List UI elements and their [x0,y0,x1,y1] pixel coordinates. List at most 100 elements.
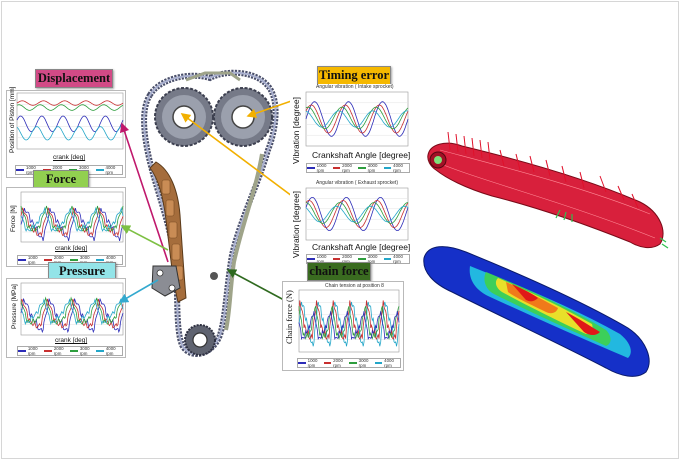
legend-swatch [70,259,78,261]
legend-swatch [95,169,104,171]
series-line [305,110,409,128]
legend-swatch [349,362,357,364]
legend-swatch [383,258,392,260]
legend-swatch [44,350,52,352]
legend-label: 2000 rpm [342,254,352,264]
legend-label: 4000 rpm [105,346,116,356]
series-line [16,104,124,111]
legend-swatch [70,350,78,352]
fea-mesh-icon [427,131,669,249]
legend-entry: 4000 rpm [383,163,410,173]
timing-intake-xlabel: Crankshaft Angle [degree] [312,150,411,160]
timing-exhaust-plot: Angular vibration ( Exhaust sprocket) Vi… [290,180,410,272]
timing-exhaust-chart [305,187,409,241]
tensioner-icon [151,265,181,297]
series-line [298,311,400,341]
legend-entry: 2000 rpm [323,358,350,368]
series-line [305,101,409,137]
series-line [20,205,124,232]
legend-label: 1000 rpm [316,163,327,173]
series-line [16,126,124,141]
crank-sprocket-icon [184,324,216,356]
legend-entry: 1000 rpm [18,255,44,265]
legend-entry: 4000 rpm [95,165,123,175]
chain-force-legend: 1000 rpm 2000 rpm 3000 rpm 4000 rpm [297,358,401,368]
legend-swatch [358,167,366,169]
timing-intake-chart [305,91,409,147]
legend-entry: 1000 rpm [307,163,333,173]
series-line [20,298,124,334]
chain-force-title: Chain tension at position 8 [325,283,384,289]
legend-label: 4000 rpm [393,254,403,264]
legend-label: 4000 rpm [384,358,394,368]
legend-entry: 3000 rpm [358,163,384,173]
legend-entry: 3000 rpm [358,254,384,264]
legend-swatch [18,259,26,261]
legend-swatch [69,169,77,171]
chain-force-plot: Chain tension at position 8 Chain force … [282,281,404,371]
legend-swatch [323,362,332,364]
legend-swatch [18,350,26,352]
series-line [20,206,124,232]
legend-label: 4000 rpm [393,163,403,173]
legend-entry: 1000 rpm [16,165,43,175]
legend-entry: 1000 rpm [18,346,44,356]
legend-swatch [307,167,315,169]
timing-exhaust-title: Angular vibration ( Exhaust sprocket) [316,180,398,186]
legend-label: 1000 rpm [27,255,38,265]
force-tag: Force [33,170,89,189]
legend-entry: 2000 rpm [332,254,359,264]
legend-entry: 4000 rpm [96,346,122,356]
series-line [298,300,400,340]
pressure-xlabel: crank [deg] [55,337,88,344]
chain-force-arrow [226,269,285,301]
plot-area [305,187,409,241]
legend-swatch [96,259,104,261]
legend-label: 3000 rpm [367,254,378,264]
legend-label: 3000 rpm [79,346,90,356]
legend-swatch [332,167,341,169]
legend-entry: 4000 rpm [374,358,401,368]
legend-entry: 2000 rpm [332,163,359,173]
legend-swatch [42,169,51,171]
force-xlabel: crank [deg] [55,245,88,252]
chain-force-tag: chain force [307,262,371,281]
series-line [20,208,124,241]
legend-swatch [16,169,24,171]
force-arrow [120,225,169,251]
timing-intake-title: Angular vibration ( Intake sprocket) [316,84,394,90]
displacement-arrow [119,122,169,263]
legend-label: 1000 rpm [307,358,318,368]
series-line [20,298,124,326]
pressure-tag: Pressure [48,262,116,281]
legend-label: 2000 rpm [53,346,64,356]
legend-entry: 3000 rpm [70,346,96,356]
pressure-arrow [118,279,159,303]
legend-label: 1000 rpm [27,346,38,356]
displacement-xlabel: crank [deg] [53,154,86,161]
legend-label: 3000 rpm [358,358,369,368]
legend-swatch [383,167,392,169]
timing-exhaust-arrow [180,113,301,203]
series-line [20,298,124,329]
legend-swatch [307,258,315,260]
legend-swatch [298,362,306,364]
legend-label: 4000 rpm [105,165,116,175]
pressure-chart [20,282,124,336]
timing-intake-plot: Angular vibration ( Intake sprocket) Vib… [290,84,410,178]
legend-swatch [332,258,341,260]
legend-swatch [358,258,366,260]
legend-label: 1000 rpm [26,165,36,175]
series-line [305,200,409,228]
legend-swatch [44,259,52,261]
legend-entry: 1000 rpm [298,358,324,368]
displacement-chart [16,92,124,150]
legend-swatch [96,350,104,352]
stress-contour-icon [423,246,650,377]
series-line [298,306,400,340]
